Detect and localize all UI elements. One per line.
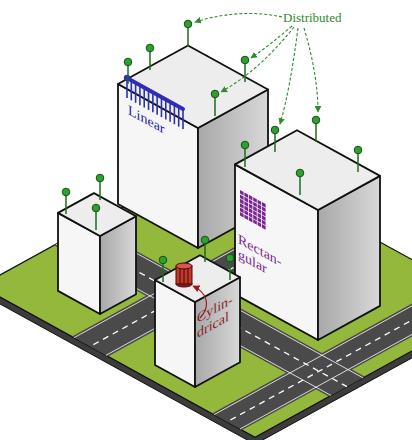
array-element bbox=[244, 214, 248, 220]
leader-arrow bbox=[280, 28, 298, 124]
array-element bbox=[178, 107, 180, 127]
leader-arrow bbox=[251, 26, 292, 58]
array-element bbox=[253, 219, 257, 225]
antenna-element bbox=[296, 169, 304, 177]
linear-array-end bbox=[124, 75, 130, 81]
antenna-element bbox=[241, 56, 249, 64]
array-element bbox=[169, 102, 171, 122]
array-element bbox=[161, 97, 163, 117]
antenna-element bbox=[92, 204, 100, 212]
building bbox=[118, 46, 268, 249]
array-element bbox=[152, 92, 154, 112]
array-element bbox=[143, 88, 145, 108]
array-element bbox=[139, 85, 141, 105]
array-element bbox=[156, 95, 158, 115]
array-element bbox=[148, 90, 150, 110]
array-element bbox=[240, 212, 244, 218]
array-element bbox=[165, 99, 167, 119]
antenna-element bbox=[124, 58, 132, 66]
cylinder-top bbox=[176, 263, 192, 269]
leader-arrow bbox=[221, 27, 294, 92]
antenna-element bbox=[201, 236, 209, 244]
building-roof bbox=[235, 130, 380, 210]
building-roof bbox=[58, 193, 136, 236]
antenna-element bbox=[62, 188, 70, 196]
building bbox=[235, 130, 380, 340]
antenna-element bbox=[241, 141, 249, 149]
leader-arrow bbox=[195, 13, 282, 22]
array-element bbox=[135, 83, 137, 103]
leader-arrow bbox=[304, 28, 318, 112]
array-element bbox=[131, 80, 133, 100]
array-element bbox=[182, 109, 184, 129]
antenna-element bbox=[354, 146, 362, 154]
linear-array-bar bbox=[127, 78, 183, 109]
callout-label: Distributed bbox=[283, 11, 373, 25]
array-element bbox=[249, 217, 253, 223]
building bbox=[155, 255, 240, 387]
array-element bbox=[258, 222, 262, 228]
antenna-element bbox=[271, 126, 279, 134]
antenna-element bbox=[211, 90, 219, 98]
array-element bbox=[262, 224, 266, 230]
antenna-element bbox=[96, 174, 104, 182]
building bbox=[58, 193, 136, 314]
antenna-element bbox=[312, 116, 320, 124]
antenna-element bbox=[226, 254, 234, 262]
array-element bbox=[174, 104, 176, 124]
antenna-element bbox=[146, 44, 154, 52]
antenna-element bbox=[159, 256, 167, 264]
antenna-element bbox=[184, 20, 192, 28]
